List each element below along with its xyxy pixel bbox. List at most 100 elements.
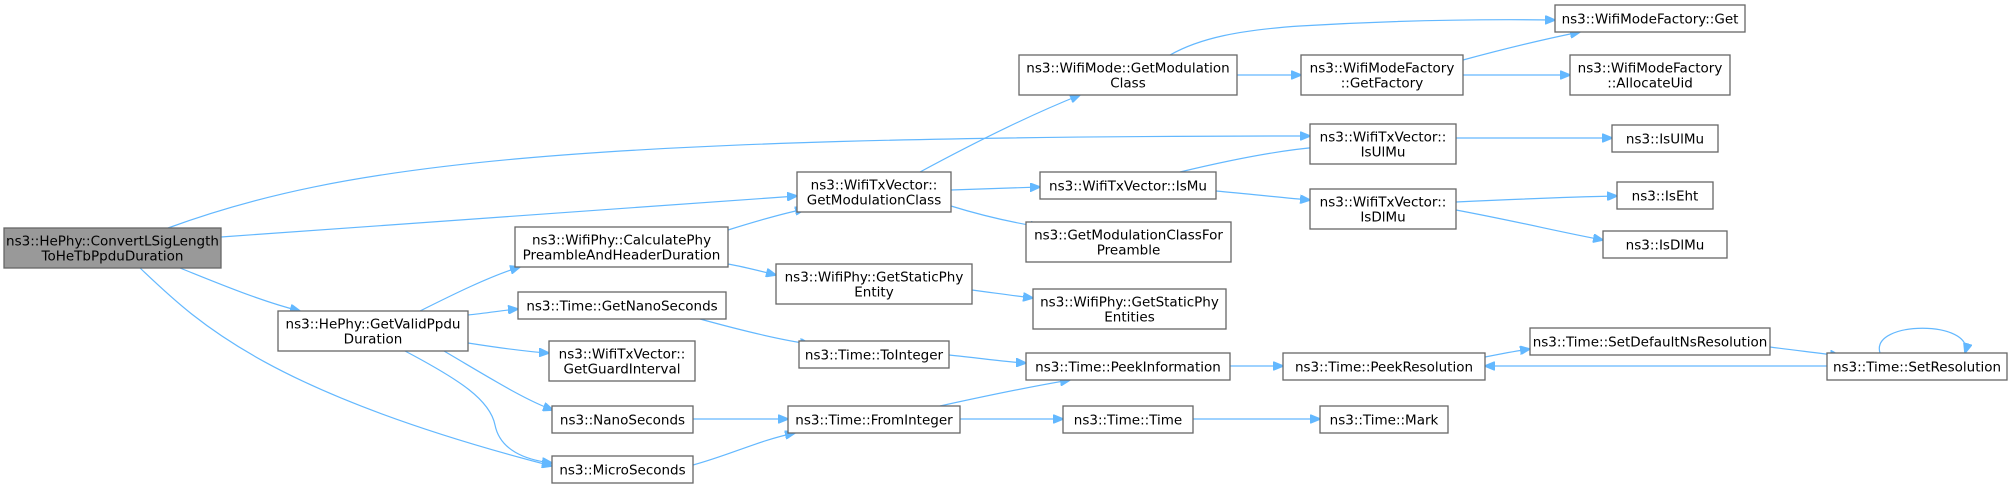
node-box bbox=[775, 263, 973, 305]
node-isUlMu[interactable]: ns3::IsUlMu bbox=[1611, 124, 1719, 153]
node-box bbox=[517, 291, 727, 320]
node-nanoSec[interactable]: ns3::NanoSeconds bbox=[551, 405, 694, 434]
edge-isMu-to-txIsDlMu bbox=[1215, 190, 1310, 200]
node-mark[interactable]: ns3::Time::Mark bbox=[1319, 405, 1449, 434]
edge-txGetMod-to-modeGetMod bbox=[919, 95, 1080, 173]
node-box bbox=[551, 405, 694, 434]
node-calcPre[interactable]: ns3::WifiPhy::CalculatePhyPreambleAndHea… bbox=[514, 226, 729, 268]
node-box bbox=[1554, 4, 1746, 33]
node-label: ns3::WifiPhy::GetStaticPhy bbox=[1040, 295, 1219, 311]
edge-getValid-to-calcPre bbox=[419, 267, 520, 312]
edge-root-to-txGetMod bbox=[220, 196, 797, 238]
node-peekRes[interactable]: ns3::Time::PeekResolution bbox=[1282, 352, 1486, 381]
node-label: IsDlMu bbox=[1360, 210, 1405, 226]
node-box bbox=[1039, 171, 1217, 200]
node-box bbox=[1032, 288, 1227, 330]
node-label: ns3::WifiTxVector:: bbox=[811, 178, 938, 194]
node-guard[interactable]: ns3::WifiTxVector::GetGuardInterval bbox=[548, 340, 696, 382]
node-isEht[interactable]: ns3::IsEht bbox=[1616, 181, 1714, 210]
node-box bbox=[798, 340, 950, 369]
node-isMu[interactable]: ns3::WifiTxVector::IsMu bbox=[1039, 171, 1217, 200]
node-label: ns3::IsUlMu bbox=[1626, 132, 1704, 148]
edge-staticEnt-to-staticEnts bbox=[971, 289, 1033, 298]
node-label: ns3::Time::GetNanoSeconds bbox=[526, 299, 717, 315]
node-label: IsUlMu bbox=[1361, 145, 1406, 161]
node-getFactory[interactable]: ns3::WifiModeFactory::GetFactory bbox=[1300, 54, 1464, 96]
node-label: ns3::Time::PeekInformation bbox=[1035, 360, 1221, 376]
node-box bbox=[1309, 123, 1457, 165]
node-label: ns3::WifiTxVector:: bbox=[1320, 130, 1447, 146]
node-label: ns3::Time::ToInteger bbox=[805, 348, 944, 364]
edge-getValid-to-microSec bbox=[404, 350, 552, 463]
node-setDef[interactable]: ns3::Time::SetDefaultNsResolution bbox=[1529, 327, 1771, 356]
node-label: ns3::WifiTxVector:: bbox=[1320, 195, 1447, 211]
node-box bbox=[1025, 221, 1232, 263]
node-toInt[interactable]: ns3::Time::ToInteger bbox=[798, 340, 950, 369]
node-fromInt[interactable]: ns3::Time::FromInteger bbox=[787, 405, 961, 434]
node-box bbox=[3, 227, 222, 269]
node-txIsUlMu[interactable]: ns3::WifiTxVector::IsUlMu bbox=[1309, 123, 1457, 165]
node-label: ns3::WifiMode::GetModulation bbox=[1026, 61, 1229, 77]
node-box bbox=[1569, 54, 1731, 96]
edge-getValid-to-getNano bbox=[467, 309, 518, 316]
node-label: Duration bbox=[344, 332, 403, 348]
node-isDlMu[interactable]: ns3::IsDlMu bbox=[1602, 230, 1728, 259]
node-box bbox=[1282, 352, 1486, 381]
node-box bbox=[787, 405, 961, 434]
node-label: ns3::IsDlMu bbox=[1626, 238, 1705, 254]
node-txGetMod[interactable]: ns3::WifiTxVector::GetModulationClass bbox=[796, 171, 952, 213]
node-box bbox=[1300, 54, 1464, 96]
node-box bbox=[1826, 352, 2008, 381]
node-label: ns3::MicroSeconds bbox=[559, 463, 685, 479]
node-peekInfo[interactable]: ns3::Time::PeekInformation bbox=[1025, 352, 1231, 381]
edge-getValid-to-guard bbox=[467, 342, 549, 353]
edge-getFactory-to-factGet bbox=[1462, 32, 1580, 61]
node-box bbox=[1018, 54, 1238, 96]
node-getNano[interactable]: ns3::Time::GetNanoSeconds bbox=[517, 291, 727, 320]
edge-root-to-txIsUlMu bbox=[167, 136, 1310, 229]
node-timeTime[interactable]: ns3::Time::Time bbox=[1062, 405, 1194, 434]
node-txIsDlMu[interactable]: ns3::WifiTxVector::IsDlMu bbox=[1309, 188, 1457, 230]
node-box bbox=[548, 340, 696, 382]
node-setRes[interactable]: ns3::Time::SetResolution bbox=[1826, 352, 2008, 381]
node-modeGetMod[interactable]: ns3::WifiMode::GetModulationClass bbox=[1018, 54, 1238, 96]
edge-peekRes-to-setDef bbox=[1484, 349, 1530, 358]
node-allocUid[interactable]: ns3::WifiModeFactory::AllocateUid bbox=[1569, 54, 1731, 96]
node-label: Entity bbox=[854, 285, 893, 301]
node-factGet[interactable]: ns3::WifiModeFactory::Get bbox=[1554, 4, 1746, 33]
node-label: ns3::WifiModeFactory bbox=[1310, 61, 1455, 77]
node-label: ns3::WifiTxVector::IsMu bbox=[1049, 179, 1207, 195]
node-label: ns3::Time::FromInteger bbox=[795, 413, 953, 429]
node-box bbox=[1309, 188, 1457, 230]
node-box bbox=[1529, 327, 1771, 356]
node-root[interactable]: ns3::HePhy::ConvertLSigLengthToHeTbPpduD… bbox=[3, 227, 222, 269]
node-box bbox=[551, 455, 694, 484]
node-box bbox=[796, 171, 952, 213]
node-label: ns3::WifiPhy::GetStaticPhy bbox=[785, 270, 964, 286]
node-box bbox=[277, 310, 469, 352]
node-microSec[interactable]: ns3::MicroSeconds bbox=[551, 455, 694, 484]
node-label: ns3::WifiModeFactory::Get bbox=[1562, 12, 1739, 28]
node-box bbox=[1025, 352, 1231, 381]
edge-calcPre-to-staticEnt bbox=[727, 263, 776, 275]
node-label: ns3::WifiModeFactory bbox=[1578, 61, 1723, 77]
node-label: ns3::Time::PeekResolution bbox=[1295, 360, 1473, 376]
node-label: ns3::WifiPhy::CalculatePhy bbox=[532, 233, 711, 249]
node-label: Entities bbox=[1104, 310, 1155, 326]
node-box bbox=[1616, 181, 1714, 210]
node-label: ns3::NanoSeconds bbox=[560, 413, 685, 429]
edge-fromInt-to-peekInfo bbox=[939, 380, 1070, 407]
node-box bbox=[1602, 230, 1728, 259]
edges-layer bbox=[139, 20, 1966, 466]
node-label: ns3::Time::SetResolution bbox=[1833, 360, 2001, 376]
edge-microSec-to-fromInt bbox=[692, 433, 795, 466]
node-label: ns3::HePhy::ConvertLSigLength bbox=[6, 234, 219, 250]
edge-root-to-getValid bbox=[179, 267, 300, 311]
edge-toInt-to-peekInfo bbox=[948, 354, 1026, 363]
node-label: ns3::Time::Mark bbox=[1330, 413, 1439, 429]
